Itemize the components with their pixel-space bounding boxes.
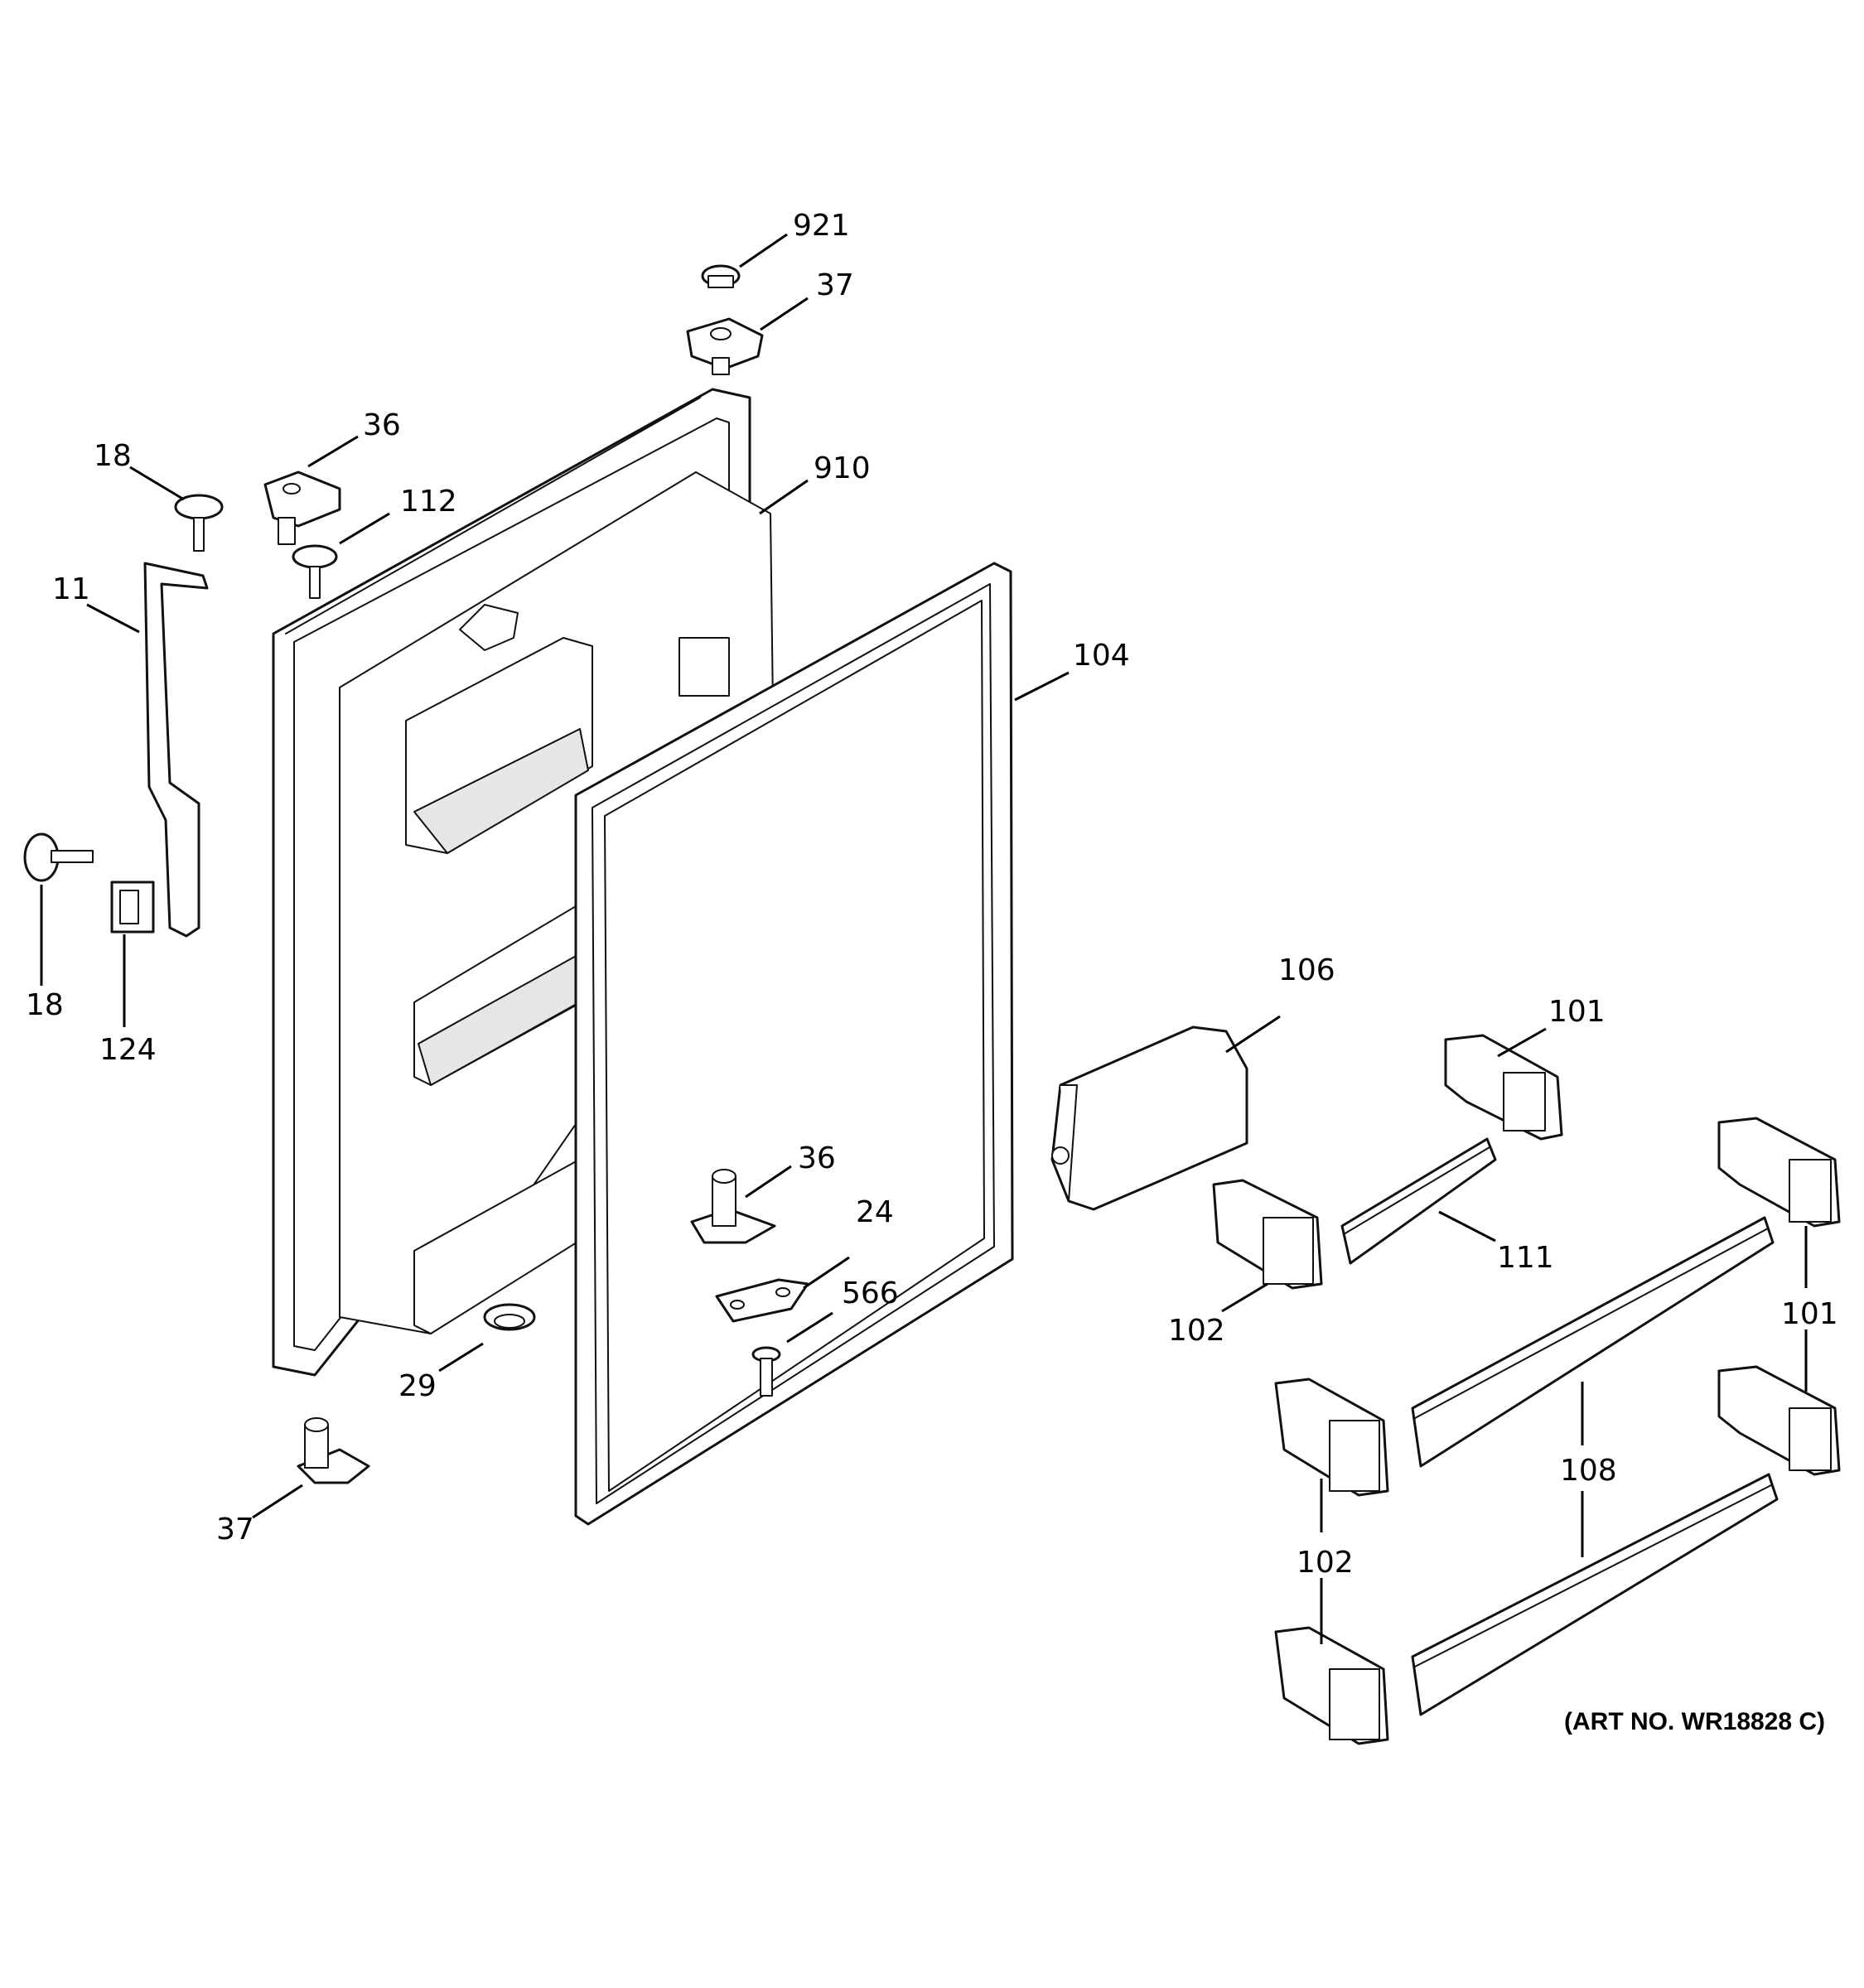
end-cap-102-mid — [1274, 1378, 1389, 1497]
clip-124 — [110, 881, 155, 934]
end-cap-101-right-1 — [1717, 1117, 1841, 1228]
end-cap-101-right-2 — [1717, 1365, 1841, 1476]
callout-106: 106 — [1278, 953, 1335, 987]
rail-108-lower — [1411, 1473, 1779, 1716]
callout-104: 104 — [1073, 639, 1130, 673]
rail-108-upper — [1411, 1216, 1775, 1468]
callout-18-bottom: 18 — [26, 988, 64, 1022]
callout-37-top: 37 — [816, 268, 854, 302]
bushing-29 — [483, 1303, 536, 1331]
end-cap-102-bottom — [1274, 1626, 1389, 1745]
end-cap-101-top — [1444, 1034, 1563, 1141]
callout-36-top: 36 — [363, 408, 401, 442]
art-number: (ART NO. WR18828 C) — [1564, 1708, 1825, 1735]
callout-102-bottom: 102 — [1297, 1546, 1354, 1580]
cover-106 — [1050, 1025, 1248, 1211]
callout-labels: 921 37 36 18 112 910 11 104 18 124 106 1… — [26, 209, 1838, 1735]
screw-112 — [292, 544, 338, 599]
screw-18-bottom — [23, 832, 94, 882]
callout-921: 921 — [793, 209, 850, 243]
callout-29: 29 — [398, 1369, 437, 1403]
callout-102-top: 102 — [1168, 1314, 1225, 1348]
callout-124: 124 — [99, 1033, 157, 1067]
screw-18-top — [174, 494, 224, 552]
callout-112: 112 — [400, 485, 457, 519]
callout-36-bottom: 36 — [798, 1141, 836, 1175]
leader-lines — [40, 233, 1808, 1644]
callout-111: 111 — [1497, 1241, 1554, 1275]
hinge-37-bottom — [297, 1417, 370, 1484]
callout-11: 11 — [52, 572, 90, 606]
cap-921 — [701, 264, 741, 288]
callout-37-bottom: 37 — [216, 1513, 254, 1546]
callout-566: 566 — [842, 1276, 899, 1310]
callout-24: 24 — [856, 1195, 894, 1229]
hinge-36-bottom — [690, 1169, 776, 1244]
callout-18-top: 18 — [94, 439, 132, 473]
hinge-36-top — [263, 470, 341, 545]
end-cap-102-top — [1212, 1179, 1323, 1290]
callout-108: 108 — [1560, 1454, 1617, 1488]
door-gasket — [574, 562, 1014, 1526]
callout-101-right: 101 — [1781, 1297, 1838, 1331]
hinge-37-top — [686, 317, 764, 375]
callout-101-top: 101 — [1548, 995, 1606, 1029]
rail-111 — [1340, 1137, 1497, 1265]
screw-566 — [751, 1346, 781, 1397]
door-handle-11 — [143, 562, 209, 938]
callout-910: 910 — [814, 451, 871, 485]
plate-24 — [715, 1278, 809, 1323]
